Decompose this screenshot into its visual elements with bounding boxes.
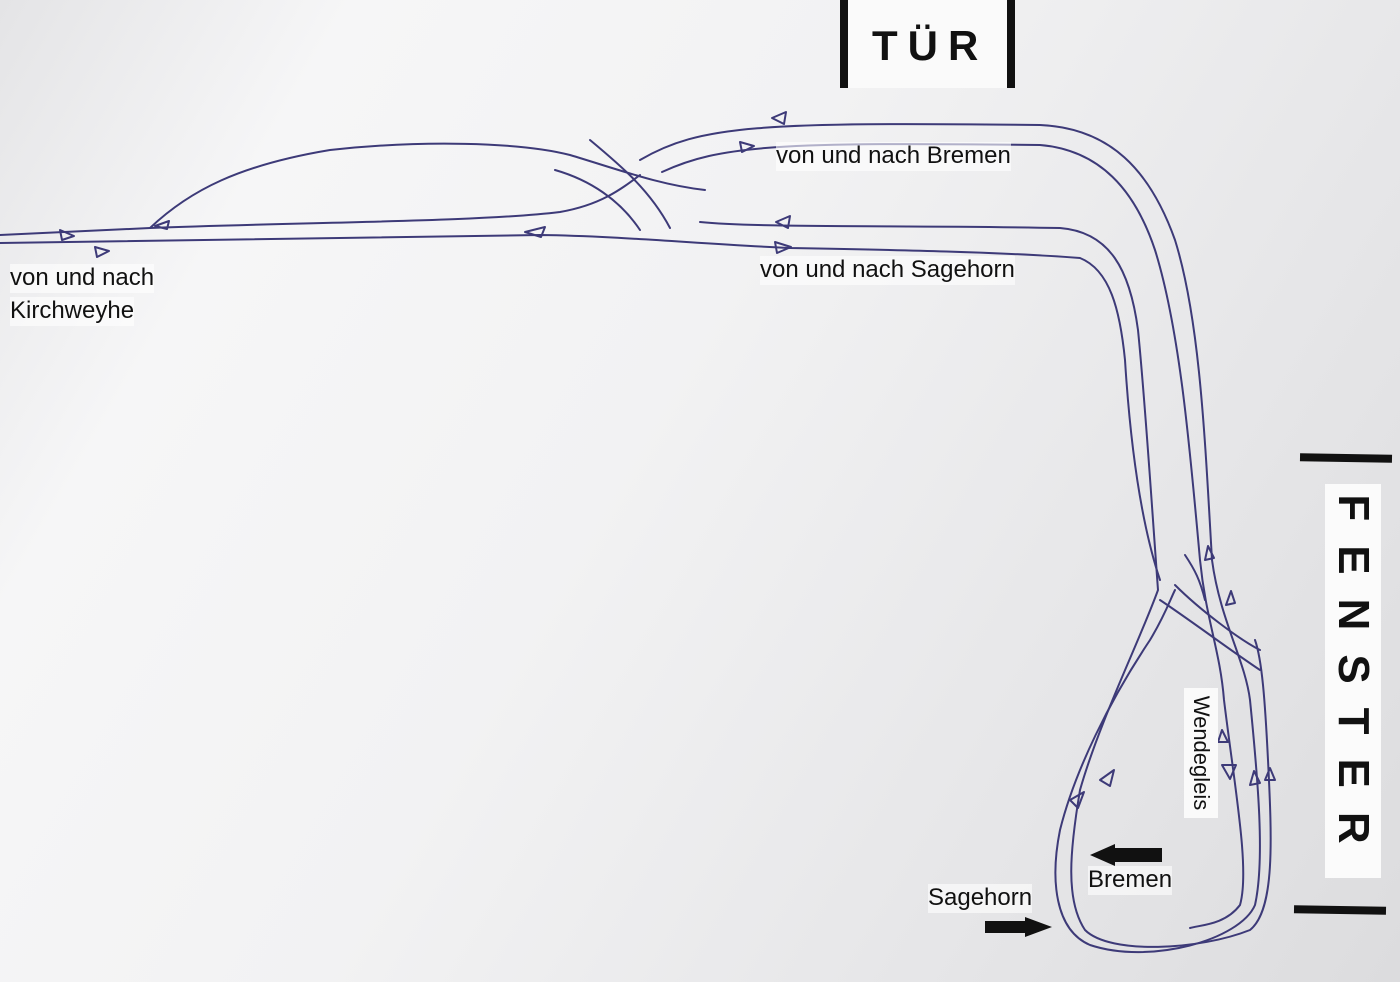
arrow-icon: [1264, 767, 1276, 781]
arrow-icon: [154, 220, 170, 230]
crossing-diagonal-2: [554, 169, 641, 231]
door-label: TÜR: [872, 22, 989, 69]
arrow-bremen-icon: [1090, 844, 1162, 866]
arrow-icon: [739, 141, 755, 153]
arrow-icon: [94, 246, 110, 258]
arrow-icon: [1217, 729, 1229, 743]
label-bremen-bottom: Bremen: [1088, 866, 1173, 895]
label-turning-track: Wendegleis: [1189, 695, 1214, 811]
window-label: FENSTER: [1329, 494, 1378, 868]
arrow-icon: [774, 241, 792, 254]
arrow-icon: [1249, 770, 1261, 786]
arrow-icon: [1221, 764, 1237, 780]
track-sagehorn-inner: [0, 233, 1161, 581]
label-turning-track-box: Wendegleis: [1184, 688, 1218, 818]
arrow-icon: [1099, 769, 1115, 787]
arrow-icon: [1204, 545, 1215, 561]
arrow-icon: [59, 229, 75, 241]
track-bypass: [149, 142, 706, 229]
track-outer-bremen: [639, 123, 1261, 954]
arrow-icon: [775, 215, 791, 229]
arrow-sagehorn-icon: [985, 917, 1052, 937]
arrow-icon: [524, 226, 546, 238]
label-kirchweyhe-1: von und nach: [10, 264, 155, 293]
door-marker: TÜR: [840, 0, 1015, 88]
door-right-bar: [1007, 0, 1015, 88]
window-bottom-bar: [1293, 905, 1387, 915]
label-sagehorn-mid: von und nach Sagehorn: [760, 256, 1015, 285]
arrow-icon: [1225, 590, 1236, 606]
label-kirchweyhe-2: Kirchweyhe: [10, 297, 135, 326]
arrow-icon: [771, 111, 787, 125]
arrow-icon: [1069, 791, 1085, 809]
label-bremen-top: von und nach Bremen: [776, 142, 1011, 171]
crossing-diagonal-1: [589, 139, 671, 229]
crossing-diagonal-3: [1159, 554, 1261, 671]
window-marker: FENSTER: [1325, 484, 1381, 878]
track-sagehorn-outer: [0, 174, 1272, 948]
window-top-bar: [1299, 453, 1393, 463]
label-sagehorn-bottom: Sagehorn: [928, 884, 1033, 913]
door-left-bar: [840, 0, 848, 88]
